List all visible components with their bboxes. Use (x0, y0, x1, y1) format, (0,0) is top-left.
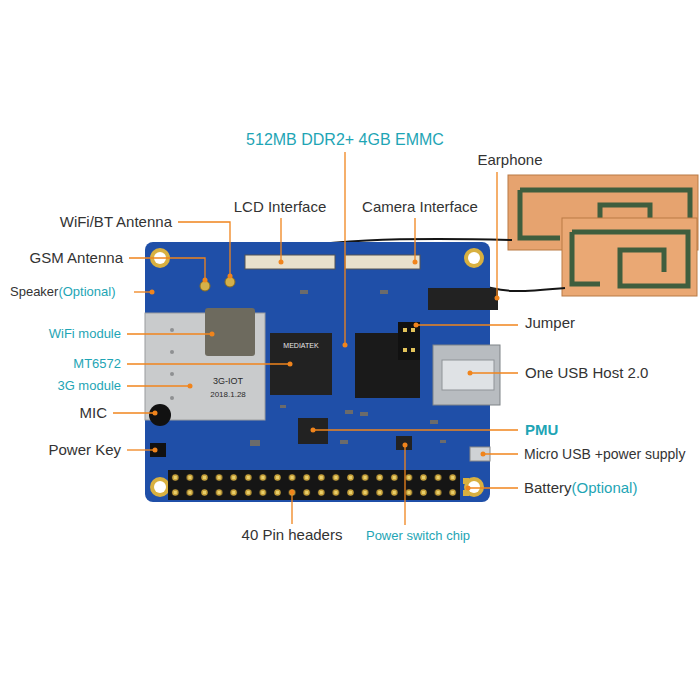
callout-label: Micro USB +power supply (524, 446, 685, 462)
callout-label: Battery (524, 479, 572, 496)
wifi-module (205, 308, 255, 356)
leader-dots (150, 260, 500, 495)
smd-components (250, 290, 446, 446)
antenna-connector (200, 277, 235, 291)
earphone-jack (428, 288, 498, 310)
callout-label: 512MB DDR2+ 4GB EMMC (246, 131, 444, 149)
silkscreen-text: 3G-IOT (213, 376, 243, 386)
callout-label: WiFi/BT Antenna (60, 213, 172, 230)
lcd-connector (245, 255, 335, 269)
antenna-flex (508, 175, 698, 296)
callout-label: One USB Host 2.0 (525, 364, 648, 381)
pmu-chip (298, 418, 328, 444)
leader-lines (113, 152, 518, 525)
callout-note: (Optional) (572, 479, 638, 496)
callout-label: Camera Interface (362, 198, 478, 215)
power-switch-chip (396, 436, 412, 450)
callout-label: PMU (525, 421, 558, 438)
callout-label: 3G module (57, 379, 121, 394)
jumper (398, 322, 420, 360)
callout-label: MIC (80, 404, 108, 421)
callout-label: LCD Interface (234, 198, 327, 215)
callout-label: MT6572 (73, 357, 121, 372)
callout-label: GSM Antenna (30, 249, 123, 266)
chip-marking: MEDIATEK (283, 342, 318, 350)
camera-connector (345, 255, 420, 269)
callout-label: Earphone (477, 151, 542, 168)
callout-note: (Optional) (58, 285, 115, 300)
silkscreen-text: 2018.1.28 (210, 390, 246, 399)
callout-label: 40 Pin headers (242, 526, 343, 543)
callout-label: Speaker (10, 285, 58, 300)
microphone (149, 404, 171, 426)
callout-label: Power Key (48, 441, 121, 458)
usb-host-port (433, 345, 500, 405)
callout-label: Jumper (525, 314, 575, 331)
callout-label: WiFi module (49, 327, 121, 342)
pin-header (168, 470, 460, 500)
callout-label: Power switch chip (366, 529, 470, 544)
